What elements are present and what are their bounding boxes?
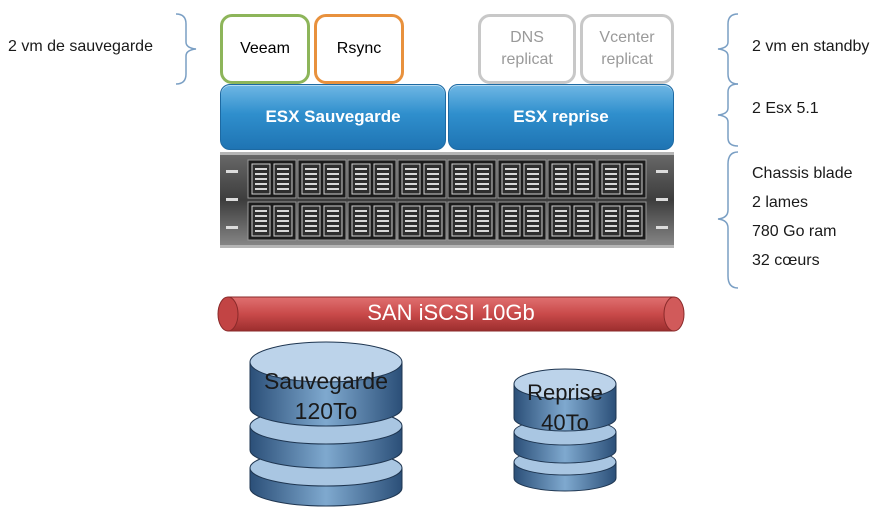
blade-bay — [447, 201, 497, 241]
san-pipe — [217, 296, 685, 332]
blade-bay — [547, 201, 597, 241]
standby-brace — [717, 13, 739, 85]
esx-brace — [717, 83, 739, 147]
vm-rsync[interactable]: Rsync — [314, 14, 404, 84]
storage-reprise-size: 40To — [541, 410, 589, 435]
storage-sauvegarde-size: 120To — [294, 398, 358, 424]
blade-bay — [297, 159, 347, 199]
esx-reprise[interactable]: ESX reprise — [448, 84, 674, 150]
standby-annotation: 2 vm en standby — [752, 38, 870, 55]
chassis-line-blades: 2 lames — [752, 194, 809, 211]
vm-vcenter-replicat[interactable]: Vcenter replicat — [580, 14, 674, 84]
vm-veeam[interactable]: Veeam — [220, 14, 310, 84]
chassis-line-cores: 32 cœurs — [752, 252, 820, 269]
esx-annotation: 2 Esx 5.1 — [752, 100, 819, 117]
storage-sauvegarde-label: Sauvegarde 120To — [246, 366, 406, 426]
blade-bay — [597, 201, 647, 241]
chassis-rail — [226, 226, 238, 229]
blade-bay — [497, 201, 547, 241]
storage-reprise-name: Reprise — [527, 380, 603, 405]
chassis-brace — [717, 151, 739, 289]
vm-vcenter-line2: replicat — [601, 51, 653, 68]
esx-sauvegarde-label: ESX Sauvegarde — [265, 107, 401, 126]
chassis-line-ram: 780 Go ram — [752, 223, 837, 240]
blade-bay — [347, 159, 397, 199]
storage-reprise-label: Reprise 40To — [510, 378, 620, 438]
chassis-line-model: Chassis blade — [752, 165, 853, 182]
blade-bay — [397, 159, 447, 199]
vm-rsync-label: Rsync — [336, 40, 382, 57]
vm-dns-line2: replicat — [501, 51, 553, 68]
left-brace — [175, 13, 197, 85]
blade-bay — [497, 159, 547, 199]
chassis-rail — [656, 170, 668, 173]
blade-bay — [347, 201, 397, 241]
storage-sauvegarde-icon — [249, 341, 403, 507]
vm-dns-line1: DNS — [510, 29, 544, 46]
chassis-rail — [656, 198, 668, 201]
esx-sauvegarde[interactable]: ESX Sauvegarde — [220, 84, 446, 150]
blade-bay — [297, 201, 347, 241]
blade-bay — [547, 159, 597, 199]
san-label: SAN iSCSI 10Gb — [367, 300, 535, 325]
chassis-annotation: Chassis blade 2 lames 780 Go ram 32 cœur… — [752, 159, 853, 275]
backup-vms-annotation: 2 vm de sauvegarde — [8, 38, 153, 55]
blade-bay — [247, 159, 297, 199]
chassis-rail — [656, 226, 668, 229]
blade-bay — [597, 159, 647, 199]
storage-sauvegarde-name: Sauvegarde — [263, 368, 389, 394]
chassis-rail — [226, 170, 238, 173]
blade-bay — [397, 201, 447, 241]
blade-bay — [247, 201, 297, 241]
blade-chassis — [220, 152, 674, 248]
blade-bay — [447, 159, 497, 199]
vm-dns-replicat[interactable]: DNS replicat — [478, 14, 576, 84]
storage-reprise-icon — [513, 368, 617, 492]
vm-veeam-label: Veeam — [240, 40, 290, 57]
vm-vcenter-line1: Vcenter — [599, 29, 655, 46]
esx-reprise-label: ESX reprise — [513, 107, 609, 126]
chassis-rail — [226, 198, 238, 201]
